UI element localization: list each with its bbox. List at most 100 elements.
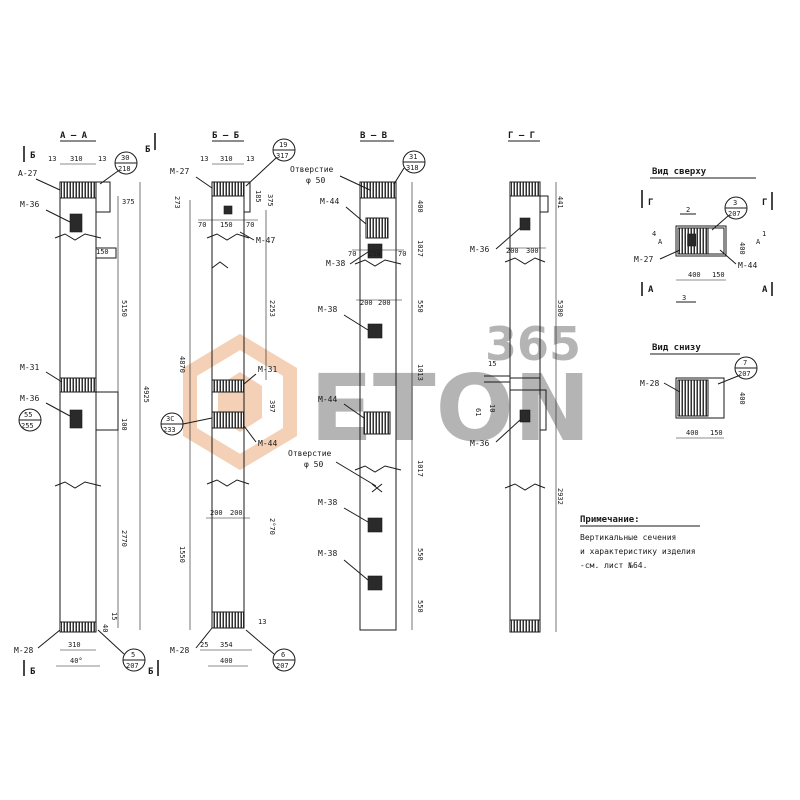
section-bb-dim-13: 13 [258,618,266,626]
svg-text:255: 255 [21,422,34,430]
view-top-label-a-bottom-right: А [762,285,768,295]
section-aa-callout-mid: 55 255 [18,408,42,432]
svg-text:7: 7 [743,359,747,367]
section-vv-dim-200-right: 200 [378,299,391,307]
section-bb-label-m27: М-27 [170,167,189,176]
section-aa-label-a27: А-27 [18,169,37,178]
section-vv-dim-70-right: 70 [398,250,406,258]
section-vv-label-m38d: М-38 [318,549,337,558]
section-aa-title: А – А [60,131,88,141]
view-bottom-dim-400v: 400 [738,392,746,405]
watermark-number: 365 [485,317,581,371]
section-bb-dim-70-right: 70 [246,221,254,229]
view-top-label-m27: М-27 [634,255,653,264]
note-block: Примечание: Вертикальные сечения и харак… [580,515,700,570]
section-gg-label-m36a: М-36 [470,245,489,254]
view-bottom-title: Вид снизу [652,343,701,353]
section-bb-dim-354: 354 [220,641,233,649]
section-bb-dim-273: 273 [173,196,181,209]
svg-text:55: 55 [24,411,32,419]
section-gg: Г – Г 441 5300 2932 М-36 200 300 15 61 1… [470,131,564,633]
section-bb-callout-mid: 3C 233 [160,412,213,436]
section-aa-label-m36a: М-36 [20,200,39,209]
view-top-dim-400: 400 [688,271,701,279]
section-bb-dim-185: 185 [254,190,262,203]
section-aa-label-m36b: М-36 [20,394,39,403]
section-bb-dim-310: 310 [220,155,233,163]
view-bottom-dim-400: 400 [686,429,699,437]
section-bb-callout-bottom: 6 207 [245,629,296,672]
section-vv-hole-mid: Отверстие [288,449,332,458]
section-aa-dim-310: 310 [70,155,83,163]
section-vv-dim-1013: 1013 [416,364,424,381]
view-top-num-2: 2 [686,206,690,214]
svg-text:207: 207 [276,662,289,670]
section-aa-dim-2770: 2770 [120,530,128,547]
section-gg-title: Г – Г [508,131,535,141]
section-aa-label-m28: М-28 [14,646,33,655]
view-top-cut-left: Г [648,198,653,208]
section-bb-dim-13-right: 13 [246,155,254,163]
svg-text:207: 207 [126,662,139,670]
view-bottom: Вид снизу 7 207 М-28 400 400 150 [640,343,758,439]
note-line-3: -см. лист №64. [580,561,647,570]
svg-text:19: 19 [279,141,287,149]
section-vv-label-m44a: М-44 [320,197,339,206]
section-aa-dim-5150: 5150 [120,300,128,317]
section-gg-dim-15: 15 [488,360,496,368]
section-vv-label-m44b: М-44 [318,395,337,404]
section-aa-cut-left: Б [30,151,36,161]
section-vv-dim-70: 70 [348,250,356,258]
section-bb-dim-13-left: 13 [200,155,208,163]
section-bb-dim-397: 397 [268,400,276,413]
svg-text:218: 218 [118,165,131,173]
view-top-label-m44: М-44 [738,261,757,270]
svg-text:31: 31 [409,153,417,161]
section-aa-dim-13-left: 13 [48,155,56,163]
section-vv-dim-400: 400 [416,200,424,213]
section-bb-dim-2770: 2°70 [268,518,276,535]
section-aa-cut-bottom-right: Б [148,667,154,677]
section-bb-dim-400: 400 [220,657,233,665]
section-gg-dim-300: 300 [526,247,539,255]
note-line-2: и характеристику изделия [580,547,696,556]
section-aa-dim-4925: 4925 [142,386,150,403]
section-vv-dim-550a: 550 [416,300,424,313]
section-bb-dim-375: 375 [266,194,274,207]
section-gg-dim-441: 441 [556,196,564,209]
section-gg-label-m36b: М-36 [470,439,489,448]
svg-text:3: 3 [733,199,737,207]
view-top-dim-150: 150 [712,271,725,279]
section-aa-callout-top: 30 218 [99,151,138,185]
note-title: Примечание: [580,515,640,525]
section-vv-label-m38a: М-38 [326,259,345,268]
view-top-title: Вид сверху [652,167,707,177]
section-bb-label-m31: М-31 [258,365,277,374]
section-vv-dim-550c: 550 [416,600,424,613]
svg-text:3C: 3C [166,415,174,423]
view-top-label-a-bottom-left: А [648,285,654,295]
view-top-num-1: 1 [762,230,766,238]
view-top-cut-right: Г [762,198,767,208]
section-vv-title: В – В [360,131,388,141]
section-aa-label-m31: М-31 [20,363,39,372]
section-aa-cut-bottom-left: Б [30,667,36,677]
section-bb: Б – Б 13 310 13 19 317 М-27 273 185 375 [160,131,296,672]
section-bb-title: Б – Б [212,131,240,141]
section-gg-dim-200: 200 [506,247,519,255]
view-top-label-a-left: А [658,238,663,246]
section-aa-column [54,181,119,633]
section-vv-hole-mid-diameter: φ 50 [304,460,323,469]
section-aa-dim-310-bottom: 310 [68,641,81,649]
section-bb-dim-4870: 4870 [178,356,186,373]
section-aa-dim-150: 150 [96,248,109,256]
section-vv-label-m38b: М-38 [318,305,337,314]
section-aa-dim-15: 15 [110,612,118,620]
view-top-callout: 3 207 [711,196,748,231]
section-vv-dim-1027: 1027 [416,240,424,257]
section-bb-callout-top: 19 317 [245,138,296,187]
section-bb-label-m28: М-28 [170,646,189,655]
svg-text:30: 30 [121,154,129,162]
section-bb-dim-150: 150 [220,221,233,229]
view-top-dim-400v: 400 [738,242,746,255]
